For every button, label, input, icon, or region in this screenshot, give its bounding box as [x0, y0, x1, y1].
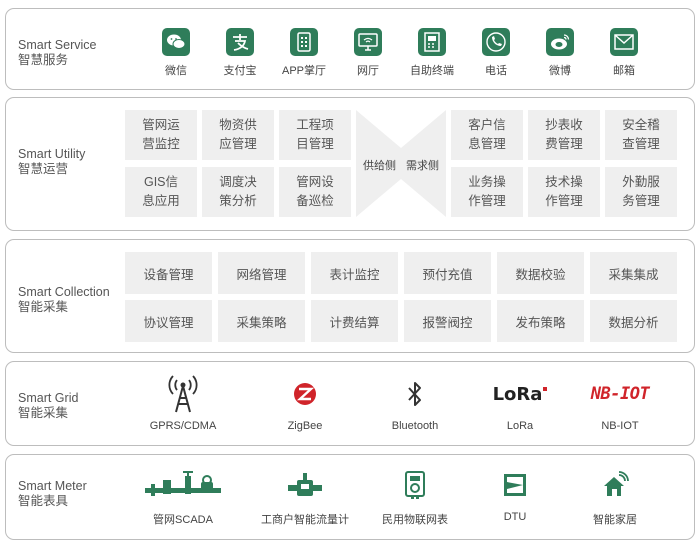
supply-item-dispatch-decision[interactable]: 调度决 策分析	[202, 167, 274, 217]
kiosk-icon	[418, 28, 446, 56]
dtu-icon	[460, 465, 570, 505]
smart-collection-title: Smart Collection 智能采集	[18, 285, 110, 314]
service-item-web-hall[interactable]: 网厅	[338, 28, 398, 78]
demand-item-customer-info[interactable]: 客户信 息管理	[451, 110, 523, 160]
smart-grid-title: Smart Grid 智能采集	[18, 391, 79, 420]
collection-item-data-analysis[interactable]: 数据分析	[590, 300, 677, 342]
alipay-icon	[226, 28, 254, 56]
demand-item-meter-billing[interactable]: 抄表收 费管理	[528, 110, 600, 160]
smart-grid-layer: Smart Grid 智能采集 GPRS/CDMA ZigBee Bluetoo…	[5, 361, 695, 446]
collection-item-alarm-valve[interactable]: 报警阀控	[404, 300, 491, 342]
collection-item-network-mgmt[interactable]: 网络管理	[218, 252, 305, 294]
supply-item-project-management[interactable]: 工程项 目管理	[279, 110, 351, 160]
nbiot-logo: NB-IOT	[590, 384, 650, 404]
bluetooth-icon	[360, 374, 470, 414]
mobile-app-icon	[290, 28, 318, 56]
meter-item-smart-home[interactable]: 智能家居	[560, 465, 670, 527]
smart-collection-layer: Smart Collection 智能采集 设备管理 网络管理 表计监控 预付充…	[5, 239, 695, 353]
protocol-item-gprs[interactable]: GPRS/CDMA	[128, 374, 238, 432]
demand-item-safety-audit[interactable]: 安全稽 查管理	[605, 110, 677, 160]
wechat-icon	[162, 28, 190, 56]
collection-item-meter-monitoring[interactable]: 表计监控	[311, 252, 398, 294]
supply-demand-bowtie-graphic	[356, 110, 446, 217]
service-item-kiosk[interactable]: 自助终端	[402, 28, 462, 78]
smart-home-icon	[560, 465, 670, 505]
supply-item-material-supply[interactable]: 物资供 应管理	[202, 110, 274, 160]
mail-icon	[610, 28, 638, 56]
service-item-weibo[interactable]: 微博	[530, 28, 590, 78]
smart-meter-title: Smart Meter 智能表具	[18, 479, 87, 508]
service-item-wechat[interactable]: 微信	[146, 28, 206, 78]
meter-item-iot-meter[interactable]: 民用物联网表	[360, 465, 470, 527]
collection-item-data-validation[interactable]: 数据校验	[497, 252, 584, 294]
meter-item-scada[interactable]: 管网SCADA	[128, 465, 238, 527]
weibo-icon	[546, 28, 574, 56]
collection-item-protocol-mgmt[interactable]: 协议管理	[125, 300, 212, 342]
monitor-icon	[354, 28, 382, 56]
demand-item-field-service[interactable]: 外勤服 务管理	[605, 167, 677, 217]
collection-item-device-mgmt[interactable]: 设备管理	[125, 252, 212, 294]
smart-service-title: Smart Service 智慧服务	[18, 38, 97, 67]
service-item-app[interactable]: APP掌厅	[274, 28, 334, 78]
demand-side-label: 需求侧	[406, 160, 439, 172]
supply-item-pipe-monitoring[interactable]: 管网运 营监控	[125, 110, 197, 160]
protocol-item-zigbee[interactable]: ZigBee	[250, 374, 360, 432]
supply-side-label: 供给侧	[363, 160, 396, 172]
lora-logo: LoRa	[465, 374, 575, 414]
meter-item-flow-meter[interactable]: 工商户智能流量计	[250, 465, 360, 527]
collection-item-billing-settlement[interactable]: 计费结算	[311, 300, 398, 342]
protocol-item-nbiot[interactable]: NB-IOT NB-IOT	[565, 374, 675, 432]
collection-item-publish-strategy[interactable]: 发布策略	[497, 300, 584, 342]
flow-meter-icon	[250, 465, 360, 505]
pipeline-scada-icon	[128, 465, 238, 505]
supply-item-gis[interactable]: GIS信 息应用	[125, 167, 197, 217]
supply-item-pipe-inspection[interactable]: 管网设 备巡检	[279, 167, 351, 217]
protocol-item-bluetooth[interactable]: Bluetooth	[360, 374, 470, 432]
demand-item-business-ops[interactable]: 业务操 作管理	[451, 167, 523, 217]
collection-item-prepaid[interactable]: 预付充值	[404, 252, 491, 294]
smart-service-layer: Smart Service 智慧服务 微信 支付宝 APP掌厅 网厅 自助终端	[5, 8, 695, 90]
smart-utility-layer: Smart Utility 智慧运营 管网运 营监控 物资供 应管理 工程项 目…	[5, 97, 695, 231]
demand-item-technical-ops[interactable]: 技术操 作管理	[528, 167, 600, 217]
meter-item-dtu[interactable]: DTU	[460, 465, 570, 523]
zigbee-icon	[250, 374, 360, 414]
phone-icon	[482, 28, 510, 56]
smart-utility-title: Smart Utility 智慧运营	[18, 147, 86, 176]
service-item-mailbox[interactable]: 邮箱	[594, 28, 654, 78]
cell-tower-icon	[128, 374, 238, 414]
protocol-item-lora[interactable]: LoRa LoRa	[465, 374, 575, 432]
collection-item-collection-strategy[interactable]: 采集策略	[218, 300, 305, 342]
collection-item-integration[interactable]: 采集集成	[590, 252, 677, 294]
service-item-phone[interactable]: 电话	[466, 28, 526, 78]
smart-meter-layer: Smart Meter 智能表具 管网SCADA 工商户智能流量计 民用物联网表…	[5, 454, 695, 540]
service-item-alipay[interactable]: 支付宝	[210, 28, 270, 78]
iot-meter-icon	[360, 465, 470, 505]
